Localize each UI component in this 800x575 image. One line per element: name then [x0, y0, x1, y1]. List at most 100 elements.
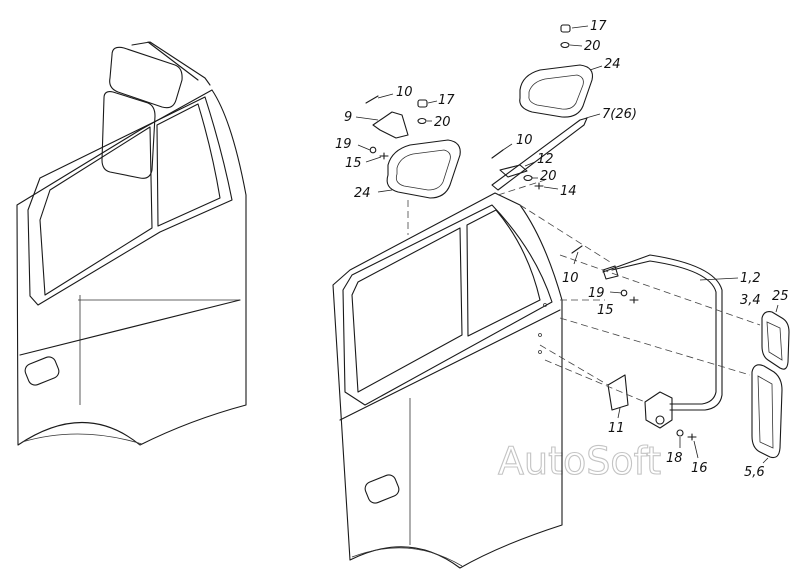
left-lower-mirror	[101, 91, 156, 179]
callout-label: 7(26)	[602, 107, 637, 122]
small-mirror-inner	[395, 149, 451, 191]
pin-part-10	[571, 245, 583, 254]
nut-part-19	[369, 146, 377, 154]
leader-line	[427, 100, 438, 104]
door-window-frame	[342, 204, 553, 406]
leader-line	[377, 93, 394, 99]
callout-label: 14	[560, 184, 577, 199]
callout-label: 24	[604, 57, 621, 72]
callout-label: 15	[345, 156, 362, 171]
watermark-text: AutoSoft	[498, 439, 661, 483]
assembled-door-view	[16, 41, 247, 446]
callout-label: 3,4	[740, 293, 761, 308]
arm-bracket	[602, 265, 619, 280]
left-door-inner-line	[78, 295, 240, 405]
bracket-part-9	[372, 111, 409, 139]
leader-line	[585, 113, 601, 119]
left-upper-mirror	[109, 46, 183, 109]
washer-part-20	[560, 41, 570, 49]
leader-line	[365, 156, 382, 163]
assembly-line	[497, 179, 546, 196]
leader-line	[357, 144, 371, 151]
assembly-line	[559, 254, 761, 326]
door-outline	[332, 192, 563, 569]
callout-label: 20	[540, 169, 557, 184]
callout-label: 17	[590, 19, 607, 34]
left-door-window-frame	[27, 96, 233, 306]
callout-label: 16	[691, 461, 708, 476]
bolt-part-16	[687, 433, 697, 441]
left-door-glass-rear	[156, 103, 221, 227]
roof-bracket-part-7	[491, 117, 588, 191]
left-door-outline	[16, 89, 247, 446]
bolt-part-15	[629, 296, 639, 304]
leader-line	[573, 251, 579, 265]
door-glass-rear	[466, 209, 541, 337]
assembly-line	[519, 204, 611, 263]
callout-label: 11	[608, 421, 625, 436]
callout-label: 5,6	[744, 465, 765, 480]
callout-label: 25	[772, 289, 789, 304]
leader-line	[762, 457, 769, 464]
small-mirror-inner	[528, 74, 584, 110]
leader-line	[355, 116, 379, 121]
leader-line	[699, 277, 739, 281]
cap-part-17	[417, 99, 428, 108]
mount-hole	[538, 350, 542, 354]
left-mirror-bracket	[131, 41, 211, 86]
door-lower-line	[351, 547, 463, 567]
mirror-part-5-6	[751, 364, 783, 459]
left-door-belt-line	[19, 299, 241, 356]
small-mirror-part-24	[519, 64, 594, 118]
leader-line	[569, 44, 583, 47]
callout-label: 19	[335, 137, 352, 152]
mirror-arm-part-1-inner	[611, 260, 717, 405]
leader-line	[589, 65, 603, 71]
left-door-glass-front	[39, 126, 153, 296]
washer-part-20	[417, 117, 427, 125]
washer-part-20	[523, 174, 533, 182]
callout-label: 10	[562, 271, 579, 286]
callout-label: 24	[354, 186, 371, 201]
mount-plate-part-11	[607, 374, 629, 411]
assembly-line	[539, 344, 609, 386]
callout-label: 20	[584, 39, 601, 54]
bolt-part-14	[534, 182, 544, 190]
pin-part-10	[365, 95, 379, 104]
callout-label: 18	[666, 451, 683, 466]
door-glass-front	[351, 227, 463, 393]
bracket-part-12	[499, 164, 528, 178]
callout-label: 20	[434, 115, 451, 130]
callout-label: 12	[537, 152, 554, 167]
arm-hinge-mount	[644, 391, 673, 429]
mount-hole	[538, 333, 542, 337]
callout-label: 10	[516, 133, 533, 148]
door-handle	[364, 474, 400, 504]
mirror-part-5-6-inner	[757, 375, 774, 449]
leader-line	[617, 407, 621, 419]
leader-line	[609, 291, 623, 294]
small-mirror-part-24	[386, 139, 461, 199]
callout-label: 10	[396, 85, 413, 100]
leader-line	[571, 25, 589, 29]
leader-line	[775, 304, 779, 313]
assembly-line	[544, 359, 646, 403]
left-door-lower-line	[21, 433, 143, 445]
leader-line	[502, 143, 513, 151]
callout-label: 17	[438, 93, 455, 108]
bolt-part-15	[379, 152, 389, 160]
left-door-handle	[24, 356, 60, 386]
assembly-line	[559, 317, 751, 376]
mirror-part-25	[761, 311, 790, 370]
leader-line	[377, 189, 393, 193]
door-belt-line	[339, 309, 561, 421]
callout-label: 1,2	[740, 271, 761, 286]
nut-part-18	[676, 429, 684, 437]
mirror-arm-part-1	[602, 254, 723, 411]
leader-line	[543, 186, 559, 190]
cap-part-17	[560, 24, 571, 33]
hinge-pin	[655, 415, 665, 425]
leader-line	[693, 440, 699, 459]
